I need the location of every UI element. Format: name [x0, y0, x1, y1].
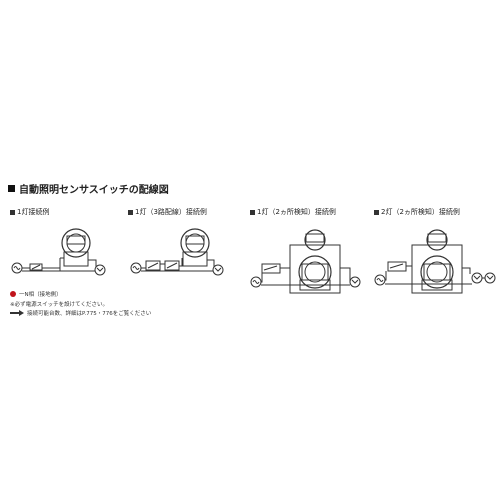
bullet-icon	[128, 209, 133, 215]
wiring-frame	[411, 244, 463, 294]
lamp-icon	[212, 264, 224, 276]
diagram-2	[130, 228, 224, 276]
ac-source-icon	[11, 262, 23, 274]
switch-box-icon	[145, 260, 161, 271]
legend-n-side: 一N相（接地側）	[10, 290, 62, 298]
lamp-icon	[484, 272, 496, 284]
diagram-3	[250, 229, 361, 294]
switch-box-icon	[29, 263, 43, 271]
n-side-dot-icon	[10, 291, 16, 297]
sensor-switch-icon	[426, 229, 448, 251]
sensor-switch-icon	[304, 229, 326, 251]
arrow-right-icon	[10, 310, 24, 316]
section-title: 自動照明センサスイッチの配線図	[8, 181, 169, 196]
diagram-label-1: 1灯接続例	[10, 207, 49, 217]
sensor-switch-icon	[420, 255, 454, 291]
sensor-switch-icon	[61, 228, 91, 267]
diagram-label-2: 1灯（3路配線）接続例	[128, 207, 207, 217]
legend-wiring-note: 接続可能台数、詳細はP.775・776をご覧ください	[10, 309, 151, 317]
diagram-1	[11, 228, 106, 276]
bullet-icon	[374, 209, 379, 215]
diagram-label-3: 1灯（2ヵ所検知）接続例	[250, 207, 336, 217]
wiring-frame	[289, 244, 341, 294]
bullet-icon	[10, 209, 15, 215]
section-title-text: 自動照明センサスイッチの配線図	[19, 185, 169, 196]
switch-box-icon	[261, 263, 281, 274]
switch-box-icon	[387, 261, 407, 272]
title-square-icon	[8, 185, 15, 192]
sensor-switch-icon	[180, 228, 210, 267]
bullet-icon	[250, 209, 255, 215]
legend-switch-note: ※必ず電源スイッチを設けてください。	[10, 302, 108, 308]
ac-source-icon	[374, 274, 386, 286]
lamp-icon	[471, 272, 483, 284]
lamp-icon	[349, 276, 361, 288]
diagram-label-4: 2灯（2ヵ所検知）接続例	[374, 207, 460, 217]
ac-source-icon	[130, 262, 142, 274]
lamp-icon	[94, 264, 106, 276]
ac-source-icon	[250, 276, 262, 288]
diagram-4	[374, 229, 496, 294]
